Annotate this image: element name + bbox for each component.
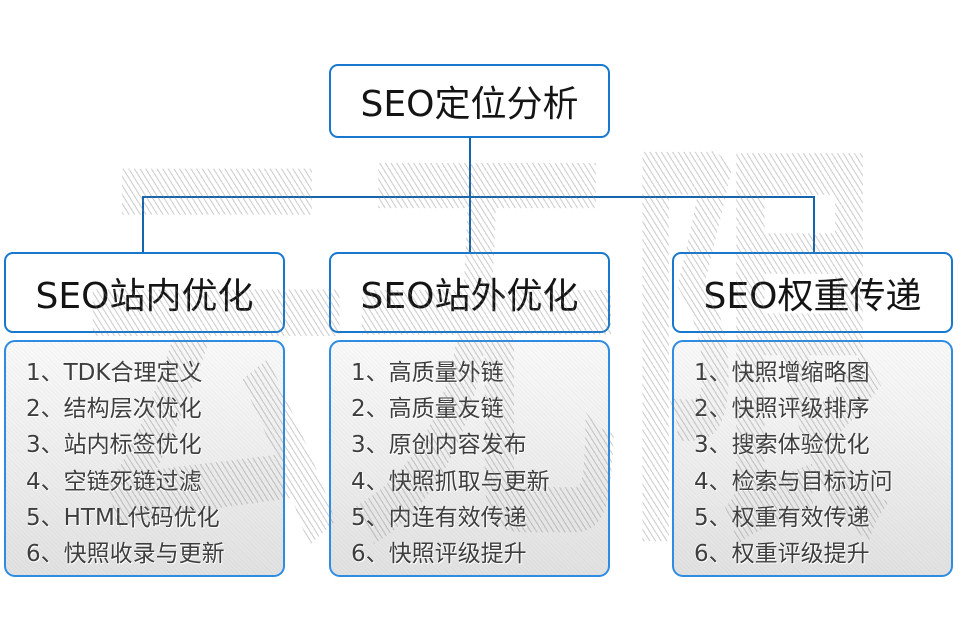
list-item: 6、权重评级提升: [694, 541, 870, 568]
item-list: 1、TDK合理定义 2、结构层次优化 3、站内标签优化 4、空链死链过滤 5、H…: [26, 352, 275, 569]
column-header-weight: SEO权重传递: [672, 252, 953, 333]
panel-weight: 1、快照增缩略图 2、快照评级排序 3、搜索体验优化 4、检索与目标访问 5、权…: [672, 340, 953, 577]
list-item: 2、高质量友链: [351, 396, 504, 423]
root-node: SEO定位分析: [329, 64, 610, 138]
panel-offsite: 1、高质量外链 2、高质量友链 3、原创内容发布 4、快照抓取与更新 5、内连有…: [329, 340, 610, 577]
list-item: 3、搜索体验优化: [694, 432, 870, 459]
column-header-onsite: SEO站内优化: [4, 252, 285, 333]
list-item: 5、HTML代码优化: [26, 504, 220, 531]
connector-horizontal: [142, 196, 815, 198]
connector-drop-left: [142, 197, 144, 253]
column-header-offsite: SEO站外优化: [329, 252, 610, 333]
list-item: 3、站内标签优化: [26, 432, 202, 459]
list-item: 5、权重有效传递: [694, 504, 870, 531]
list-item: 2、快照评级排序: [694, 396, 870, 423]
list-item: 3、原创内容发布: [351, 432, 527, 459]
list-item: 4、快照抓取与更新: [351, 468, 550, 495]
root-node-label: SEO定位分析: [360, 84, 579, 125]
connector-root-drop: [469, 138, 471, 197]
panel-onsite: 1、TDK合理定义 2、结构层次优化 3、站内标签优化 4、空链死链过滤 5、H…: [4, 340, 285, 577]
list-item: 4、空链死链过滤: [26, 468, 202, 495]
list-item: 4、检索与目标访问: [694, 468, 893, 495]
list-item: 2、结构层次优化: [26, 396, 202, 423]
list-item: 6、快照收录与更新: [26, 541, 225, 568]
item-list: 1、快照增缩略图 2、快照评级排序 3、搜索体验优化 4、检索与目标访问 5、权…: [694, 352, 943, 569]
list-item: 6、快照评级提升: [351, 541, 527, 568]
list-item: 1、快照增缩略图: [694, 360, 870, 387]
item-list: 1、高质量外链 2、高质量友链 3、原创内容发布 4、快照抓取与更新 5、内连有…: [351, 352, 600, 569]
column-header-label: SEO权重传递: [703, 275, 922, 317]
column-header-label: SEO站内优化: [35, 275, 254, 317]
list-item: 1、TDK合理定义: [26, 360, 203, 387]
connector-drop-right: [813, 197, 815, 253]
column-header-label: SEO站外优化: [360, 275, 579, 317]
connector-drop-center: [469, 197, 471, 253]
list-item: 1、高质量外链: [351, 360, 504, 387]
list-item: 5、内连有效传递: [351, 504, 527, 531]
